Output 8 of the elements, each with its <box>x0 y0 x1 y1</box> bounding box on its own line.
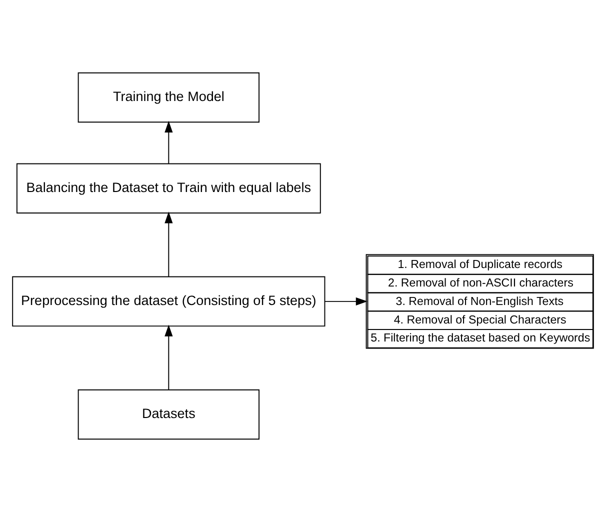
node-box: Datasets <box>78 388 260 440</box>
node-box: Balancing the Dataset to Train with equal labels <box>16 162 321 213</box>
arrow <box>164 120 173 164</box>
arrow <box>164 211 173 277</box>
arrow <box>324 296 368 305</box>
node-box: Training the Model <box>78 72 260 122</box>
node-box: Preprocessing the dataset (Consisting of 5 steps) <box>12 276 326 326</box>
arrow <box>164 324 173 390</box>
